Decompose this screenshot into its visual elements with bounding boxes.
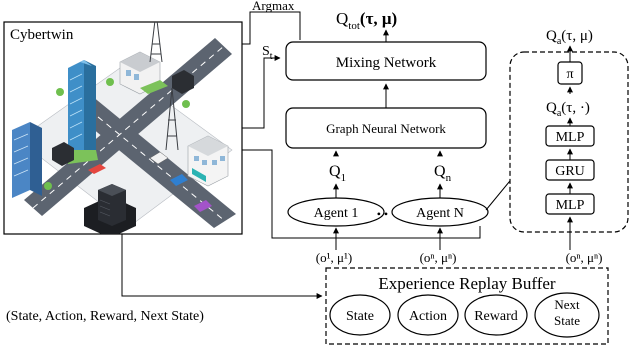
obs-label-agentnet: (oⁿ, μⁿ) [566,250,603,265]
agent-1-ellipse [287,197,385,227]
agent-1-label: Agent 1 [314,206,359,221]
q1-label: Q1 [329,163,346,184]
gru-label: GRU [555,164,585,179]
agent-1: Agent 1 [287,197,385,227]
car-icon-3 [170,174,188,186]
dark-cube-building [52,142,74,166]
gru-box [545,159,595,181]
dark-cube-building-2 [172,70,194,94]
cell-tower-icon-2 [165,87,179,151]
cell-tower-icon [149,22,163,63]
qn-label: Qn [434,163,452,184]
gnn-box [285,107,487,149]
gnn: Graph Neural Network [285,107,487,149]
buffer-item-state [329,294,391,336]
argmax-label: Argmax [252,0,295,13]
obs-label-n: (oⁿ, μⁿ) [420,250,457,265]
car-icon [88,164,106,174]
pi-label: π [566,67,573,82]
server-rack [84,184,136,234]
buffer-item-action-label: Action [409,309,447,324]
state-arrow [242,55,281,129]
city-illustration [12,22,236,234]
replay-buffer-title: Experience Replay Buffer [378,274,556,293]
st-label: St [262,44,273,62]
cybertwin-label: Cybertwin [10,27,74,43]
right-building [187,135,229,187]
qa-mid-label: Qa(τ, ·) [546,100,590,119]
left-building [12,122,42,198]
car-icon-2 [149,151,169,165]
agent-n-ellipse [391,197,489,227]
agent-detail-link [485,175,515,211]
buffer-item-state-label: State [346,309,374,324]
replay-buffer: Experience Replay Buffer State Action Re… [325,267,609,345]
buffer-item-action [397,294,459,336]
mixing-network: Mixing Network [285,41,487,81]
agent-ellipsis: • • • [377,207,396,221]
argmax-line [242,11,301,45]
buffer-item-next-label: Next [554,297,580,312]
mlp-bottom-label: MLP [556,198,585,213]
obs-line [242,149,481,239]
buffer-item-reward [464,294,528,336]
mixing-network-label: Mixing Network [336,55,437,71]
qtot-label: Qtot(τ, μ) [336,9,397,32]
buffer-item-next-state [534,292,600,338]
pi-box [557,61,583,85]
agent-n-label: Agent N [416,206,464,221]
transition-line [121,234,300,297]
car-icon-4 [194,200,212,212]
gnn-label: Graph Neural Network [326,121,446,136]
agent-n: Agent N [391,197,489,227]
cybertwin-panel: Cybertwin [3,21,243,235]
house-building [119,51,168,95]
buffer-item-state2-label: State [554,313,580,328]
transition-label: (State, Action, Reward, Next State) [6,309,204,324]
mlp-top-label: MLP [556,130,585,145]
mlp-top-box [545,125,595,147]
tower-building [66,60,98,164]
qa-top-label: Qa(τ, μ) [546,28,593,47]
mlp-bottom-box [545,193,595,215]
buffer-item-reward-label: Reward [474,309,518,324]
obs-label-1: (o¹, μ¹) [316,250,352,265]
